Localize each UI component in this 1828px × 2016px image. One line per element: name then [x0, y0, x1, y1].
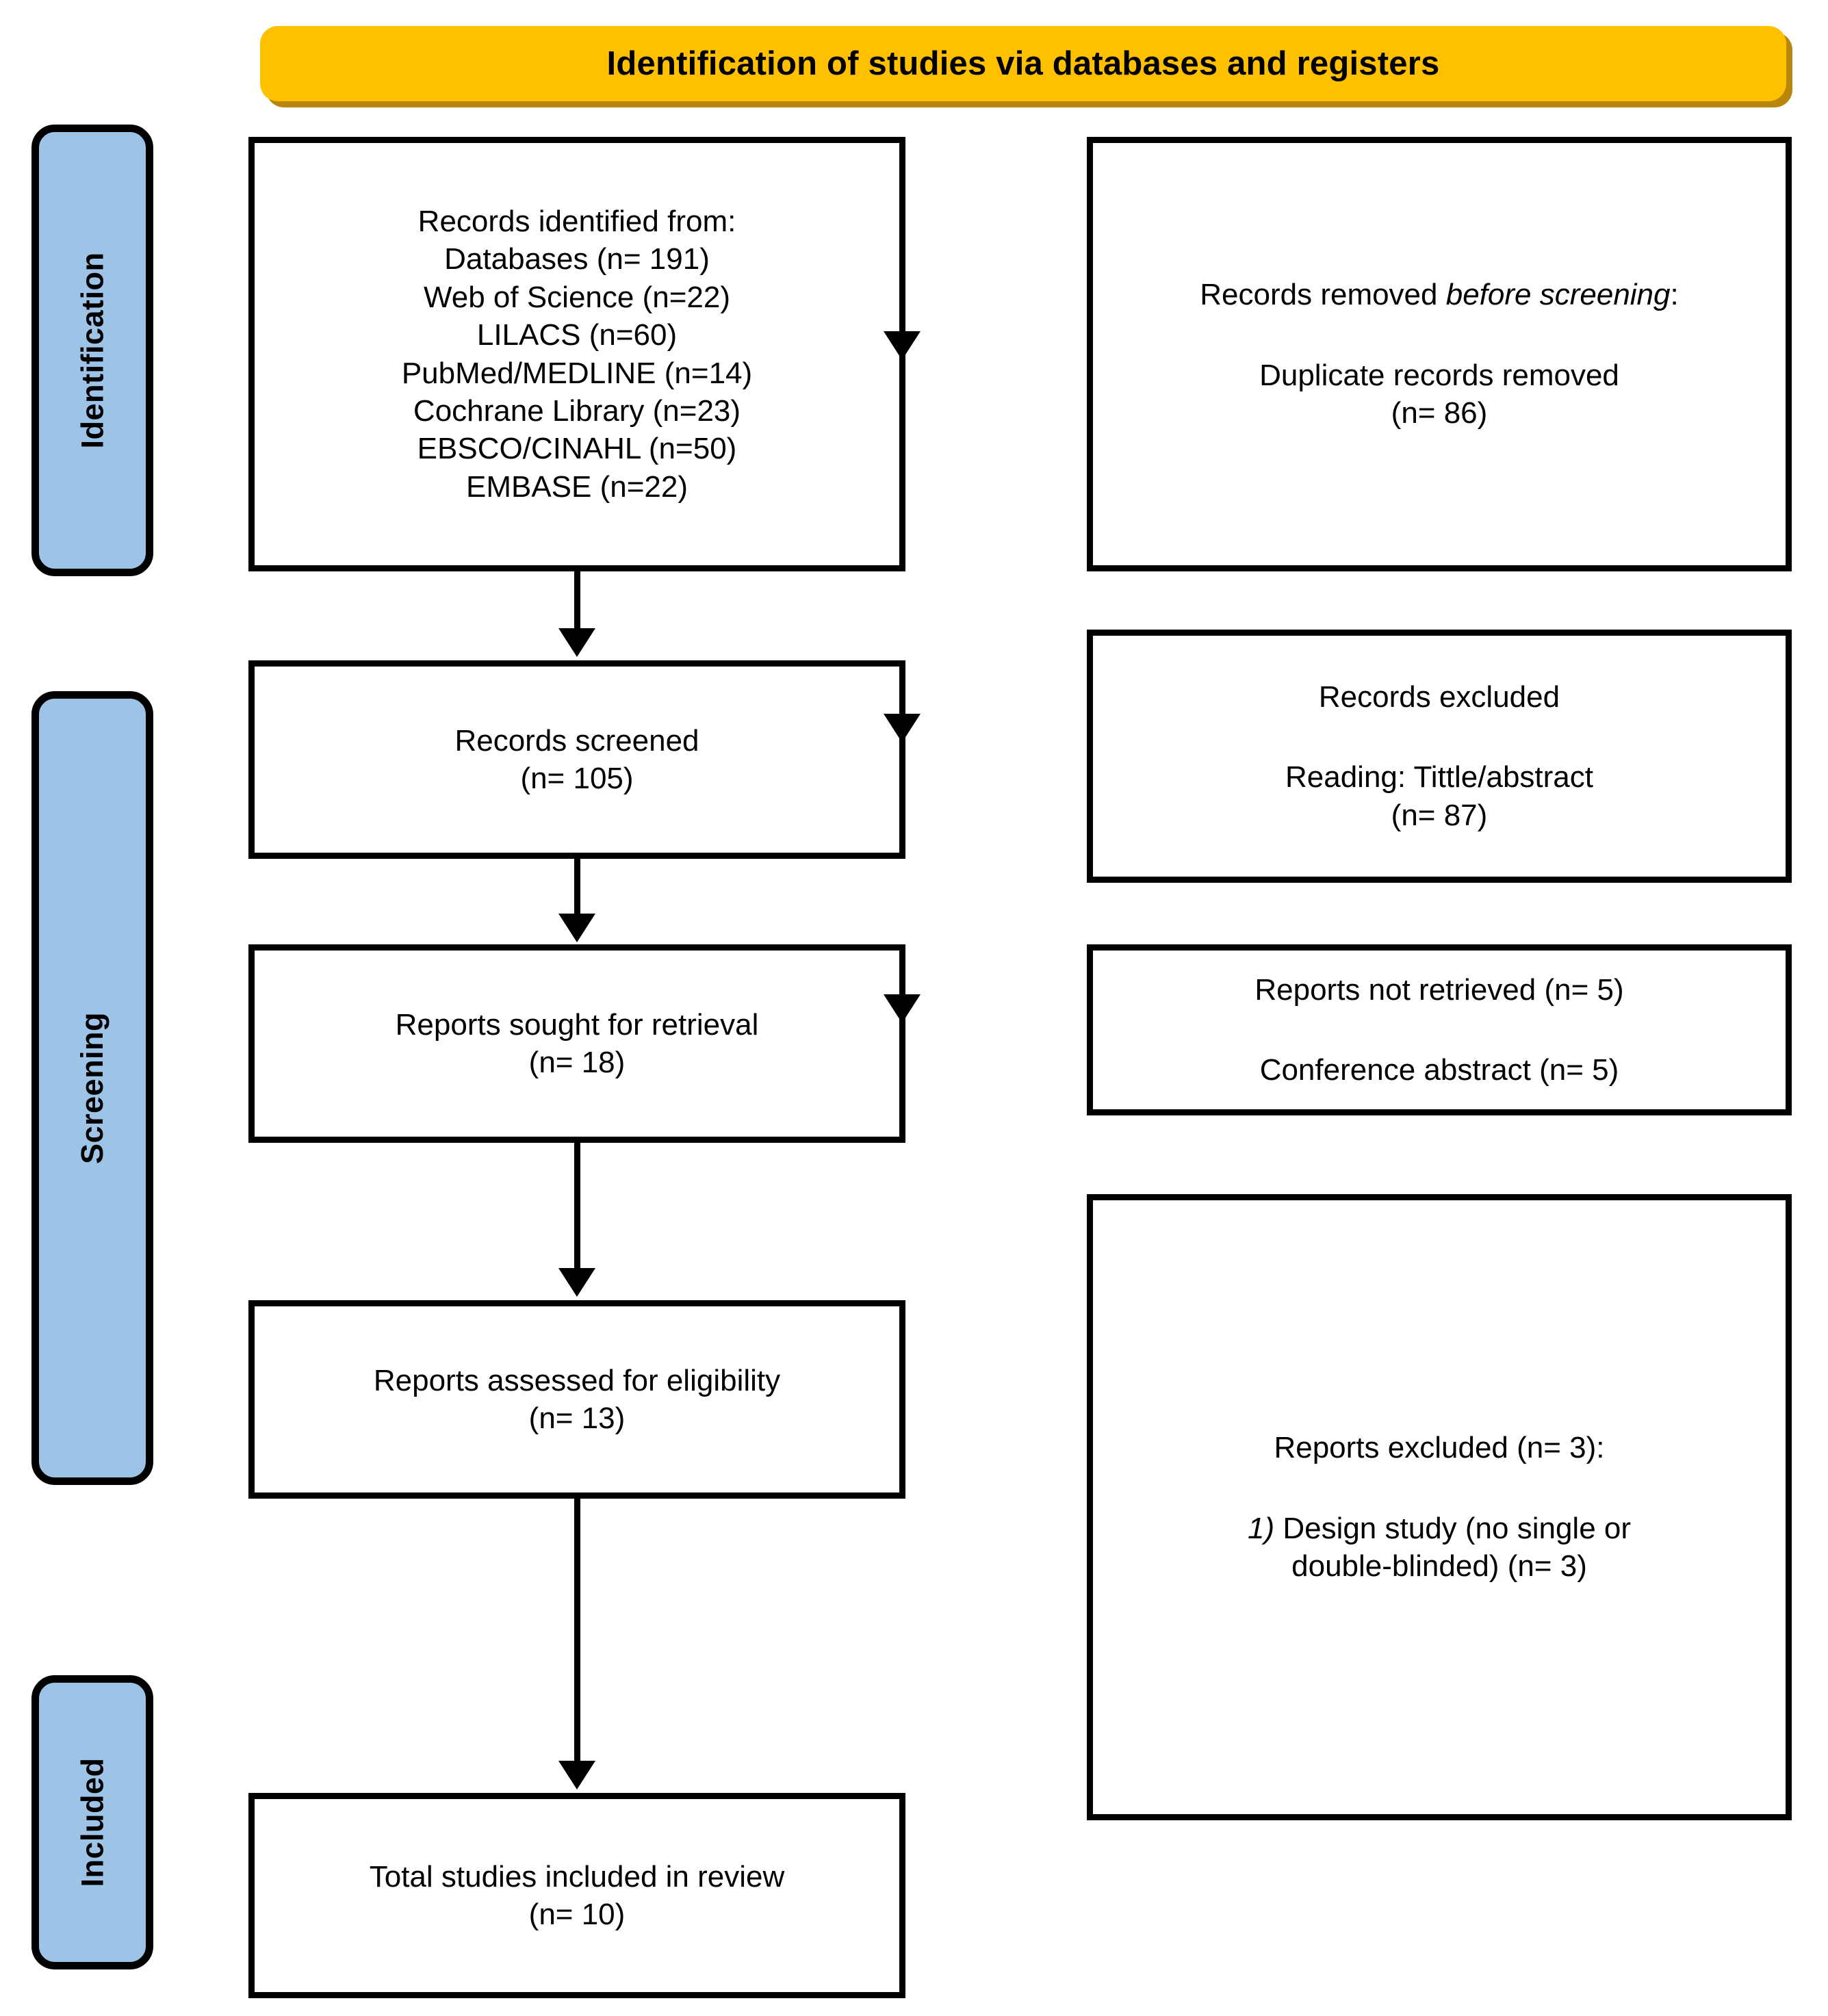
stage-pill-identification: Identification	[31, 125, 153, 576]
records-screened-count: (n= 105)	[520, 762, 634, 795]
arrow-marker-identified-to-removed-icon	[884, 331, 921, 360]
reports-excluded-heading: Reports excluded (n= 3):	[1274, 1431, 1605, 1465]
arrow-down-icon	[558, 914, 595, 942]
arrow-marker-screened-to-excluded-icon	[884, 714, 921, 742]
reports-excluded-reason-number: 1)	[1247, 1511, 1275, 1545]
records-excluded-heading: Records excluded	[1318, 680, 1560, 714]
duplicate-records-removed-label: Duplicate records removed	[1259, 358, 1619, 392]
header-title: Identification of studies via databases …	[606, 45, 1440, 82]
records-removed-heading-a: Records removed	[1200, 278, 1446, 312]
box-records-removed: Records removed before screening: Duplic…	[1087, 137, 1792, 571]
reports-assessed-label: Reports assessed for eligibility	[373, 1363, 781, 1397]
total-included-label: Total studies included in review	[369, 1859, 785, 1894]
records-removed-heading: Records removed before screening:	[1200, 276, 1678, 313]
arrow-marker-sought-to-notretrieved-icon	[884, 994, 921, 1023]
source-ebsco-cinahl: EBSCO/CINAHL (n=50)	[417, 432, 737, 466]
header-banner: Identification of studies via databases …	[260, 26, 1786, 101]
source-web-of-science: Web of Science (n=22)	[424, 280, 730, 314]
reports-excluded-reason-1: 1) Design study (no single or	[1248, 1510, 1631, 1547]
box-total-included: Total studies included in review (n= 10)	[248, 1793, 905, 1998]
connector-identified-to-screened	[574, 571, 580, 633]
records-removed-heading-c: :	[1670, 278, 1679, 312]
source-cochrane-library: Cochrane Library (n=23)	[413, 393, 741, 428]
arrow-down-icon	[558, 628, 595, 657]
connector-sought-to-assessed	[574, 1143, 580, 1273]
duplicate-records-removed-count: (n= 86)	[1391, 396, 1488, 430]
source-databases: Databases (n= 191)	[444, 242, 710, 276]
arrow-down-icon	[558, 1761, 595, 1789]
reports-assessed-count: (n= 13)	[528, 1401, 626, 1435]
records-excluded-reason: Reading: Tittle/abstract	[1285, 760, 1593, 794]
connector-screened-to-sought	[574, 859, 580, 917]
reports-sought-label: Reports sought for retrieval	[395, 1007, 759, 1042]
arrow-down-icon	[558, 1268, 595, 1297]
reports-not-retrieved-label: Reports not retrieved (n= 5)	[1254, 972, 1624, 1007]
source-lilacs: LILACS (n=60)	[476, 318, 678, 352]
stage-pill-screening: Screening	[31, 691, 153, 1485]
records-screened-label: Records screened	[454, 723, 699, 758]
connector-assessed-to-included	[574, 1499, 580, 1766]
conference-abstract-label: Conference abstract (n= 5)	[1259, 1053, 1619, 1087]
box-records-excluded: Records excluded Reading: Tittle/abstrac…	[1087, 630, 1792, 883]
source-pubmed-medline: PubMed/MEDLINE (n=14)	[401, 356, 753, 390]
records-excluded-count: (n= 87)	[1391, 798, 1488, 832]
box-reports-sought: Reports sought for retrieval (n= 18)	[248, 944, 905, 1143]
reports-sought-count: (n= 18)	[528, 1046, 626, 1079]
records-identified-heading: Records identified from:	[417, 204, 736, 238]
stage-label-included: Included	[75, 1757, 110, 1887]
box-records-identified: Records identified from: Databases (n= 1…	[248, 137, 905, 571]
reports-excluded-reason-1-cont: double-blinded) (n= 3)	[1291, 1549, 1587, 1584]
total-included-count: (n= 10)	[528, 1898, 626, 1931]
box-reports-assessed: Reports assessed for eligibility (n= 13)	[248, 1300, 905, 1499]
stage-label-identification: Identification	[75, 252, 110, 449]
box-records-screened: Records screened (n= 105)	[248, 660, 905, 859]
box-reports-excluded: Reports excluded (n= 3): 1) Design study…	[1087, 1194, 1792, 1820]
stage-label-screening: Screening	[75, 1011, 110, 1165]
source-embase: EMBASE (n=22)	[465, 469, 688, 504]
records-removed-heading-em: before screening	[1445, 278, 1671, 312]
stage-pill-included: Included	[31, 1675, 153, 1969]
box-reports-not-retrieved: Reports not retrieved (n= 5) Conference …	[1087, 944, 1792, 1115]
reports-excluded-reason-text: Design study (no single or	[1274, 1511, 1632, 1545]
